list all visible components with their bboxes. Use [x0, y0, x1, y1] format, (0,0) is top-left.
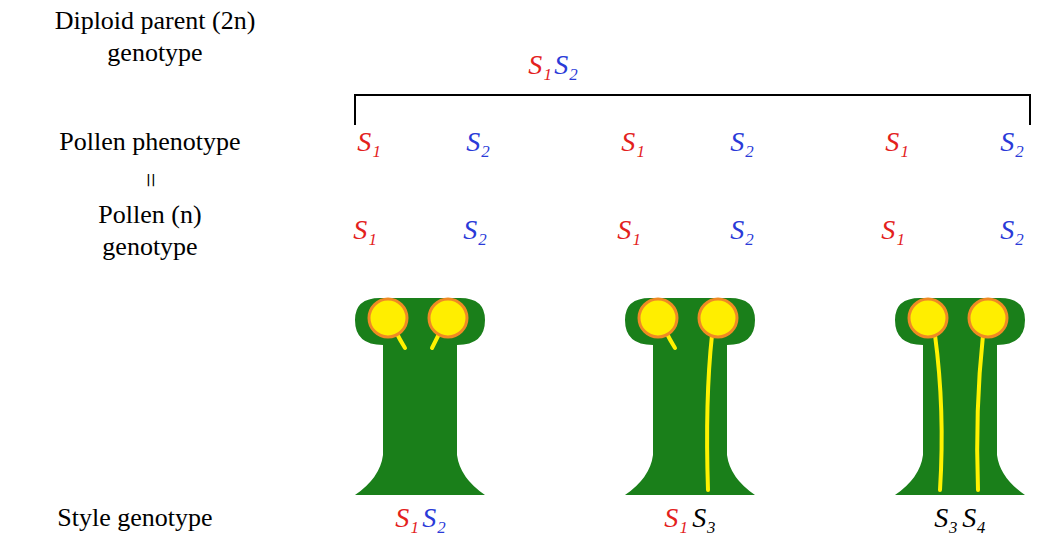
- allele-label: S₁: [881, 214, 905, 246]
- allele-label: S₂: [1000, 126, 1024, 158]
- allele-label: S₂: [1000, 214, 1024, 246]
- pollen-grain: [969, 299, 1007, 337]
- equals-sign: =: [134, 173, 166, 188]
- allele-label: S₄: [962, 502, 986, 534]
- allele-label: S₂: [554, 49, 578, 81]
- allele-label: S₂: [730, 126, 754, 158]
- bracket: [355, 95, 1030, 125]
- row-label: Pollen (n) genotype: [75, 199, 225, 263]
- pollen-tube: [977, 335, 983, 490]
- style-shape: [895, 298, 1025, 495]
- allele-label: S₁: [885, 126, 909, 158]
- pollen-grain: [429, 299, 467, 337]
- pollen-tube: [707, 335, 712, 490]
- allele-label: S₁: [353, 214, 377, 246]
- row-label: Pollen phenotype: [59, 126, 240, 158]
- allele-label: S₂: [466, 126, 490, 158]
- style-shape: [355, 298, 485, 495]
- allele-label: S₃: [692, 502, 716, 534]
- allele-label: S₂: [463, 214, 487, 246]
- style-shape: [625, 298, 755, 495]
- row-label: Diploid parent (2n) genotype: [25, 5, 285, 69]
- allele-label: S₂: [730, 214, 754, 246]
- allele-label: S₁: [617, 214, 641, 246]
- allele-label: S₂: [422, 502, 446, 534]
- row-label: Style genotype: [57, 502, 212, 534]
- allele-label: S₁: [357, 126, 381, 158]
- pollen-grain: [639, 299, 677, 337]
- allele-label: S₁: [528, 49, 552, 81]
- pollen-grain: [369, 299, 407, 337]
- pollen-tube: [935, 335, 942, 490]
- allele-label: S₁: [664, 502, 688, 534]
- allele-label: S₁: [621, 126, 645, 158]
- pollen-grain: [909, 299, 947, 337]
- allele-label: S₁: [395, 502, 419, 534]
- pollen-grain: [699, 299, 737, 337]
- allele-label: S₃: [934, 502, 958, 534]
